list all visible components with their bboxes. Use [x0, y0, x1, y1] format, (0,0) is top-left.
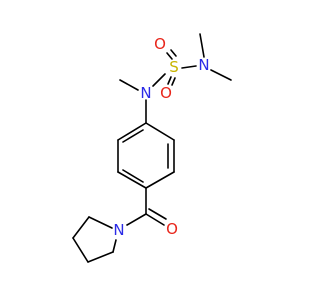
- bond-pyr-3: [72, 237, 89, 263]
- bond-s-o-bottom-b: [171, 77, 176, 86]
- atom-s-sulfonyl: S: [169, 58, 179, 76]
- bond-s-n-top: [181, 65, 197, 69]
- atom-n-dimethylamino: N: [198, 56, 209, 74]
- bond-ring-inner-3: [122, 129, 144, 143]
- atom-labels: N S O O N O N: [113, 35, 209, 239]
- atom-o-carbonyl: O: [166, 220, 178, 238]
- bond-n-methyl: [119, 79, 139, 91]
- molecule-canvas: N S O O N O N: [0, 0, 300, 300]
- bond-s-n-aniline: [152, 73, 166, 87]
- bond-pyr-2: [72, 216, 90, 239]
- bond-nme-top: [199, 33, 205, 58]
- background: [0, 0, 300, 300]
- bond-pyr-4: [87, 251, 114, 263]
- bond-ring-3: [145, 171, 175, 189]
- bond-pyr-5: [112, 239, 117, 253]
- bond-ring-inner-2: [122, 169, 144, 183]
- bond-s-o-bottom-a: [167, 76, 172, 85]
- bond-nme-right: [210, 69, 232, 81]
- bond-c-o-a: [145, 213, 165, 226]
- bond-ring-4: [117, 171, 147, 189]
- bond-c-o-b: [148, 208, 167, 220]
- bond-c-n: [126, 213, 147, 226]
- atom-n-pyrrolidine: N: [113, 221, 124, 239]
- bond-ring-1: [145, 122, 175, 141]
- atom-n-aniline: N: [140, 84, 151, 102]
- structure-diagram: N S O O N O N: [0, 0, 300, 300]
- bond-ring-6: [117, 122, 147, 141]
- atom-o-sulfonyl-top: O: [154, 35, 166, 53]
- bonds: [72, 33, 232, 263]
- bond-s-o-top-b: [170, 49, 177, 57]
- bond-pyr-1: [88, 216, 113, 229]
- bond-s-o-top-a: [166, 52, 173, 60]
- atom-o-sulfonyl-bottom: O: [160, 84, 172, 102]
